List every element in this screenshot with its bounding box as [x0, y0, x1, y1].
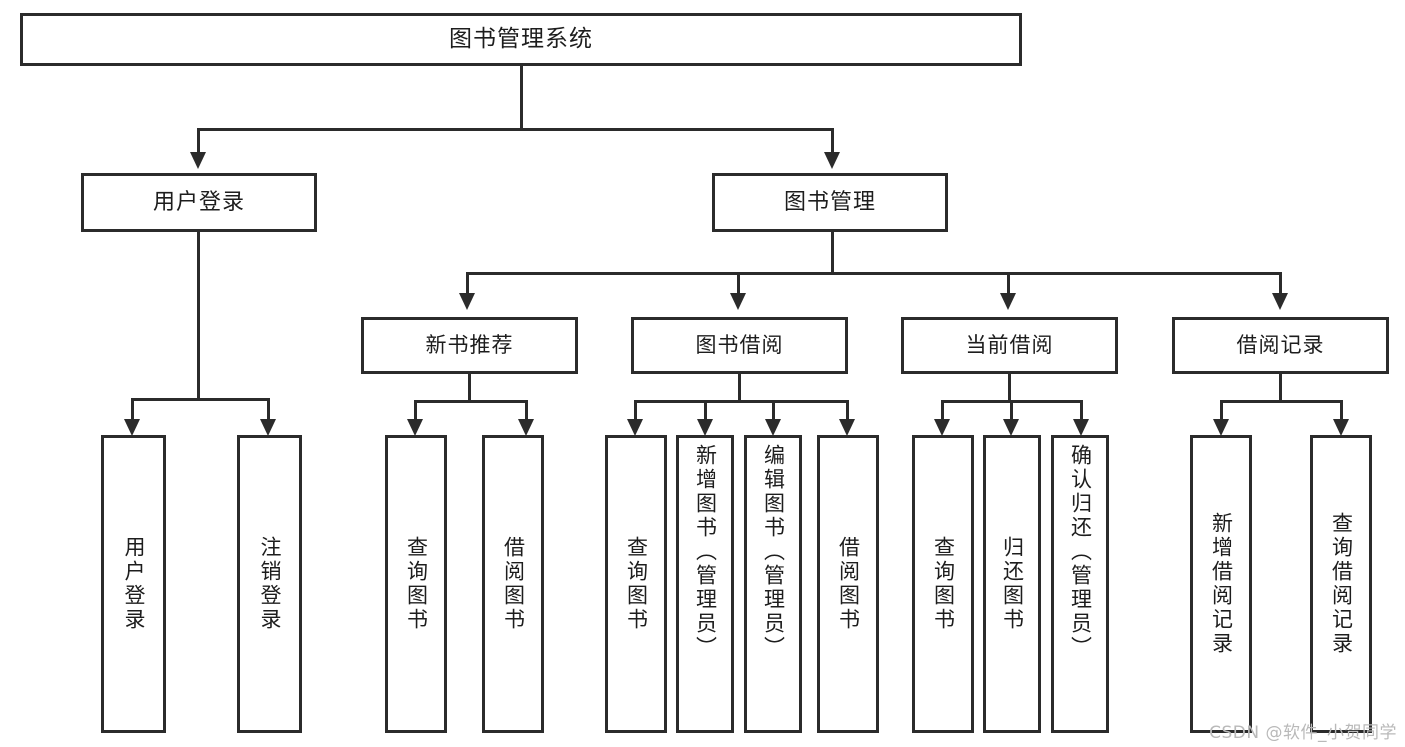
leaf-confirm-return[interactable]: 确认归还（管理员） [1051, 435, 1109, 733]
node-borrow-record[interactable]: 借阅记录 [1172, 317, 1389, 374]
connector-root-stem [520, 66, 523, 130]
watermark: CSDN @软件_小贺同学 [1209, 723, 1397, 743]
leaf-logout-label: 注销登录 [258, 536, 282, 632]
arrow-root-to-user-login [190, 152, 206, 169]
arrow-bb-leaf-4 [839, 419, 855, 436]
leaf-add-book[interactable]: 新增图书（管理员） [676, 435, 734, 733]
connector-user-login-drop-1 [131, 398, 134, 422]
connector-bm-drop-1 [466, 272, 469, 296]
connector-nbr-stem [468, 374, 471, 402]
node-current-borrow-label: 当前借阅 [965, 333, 1054, 358]
connector-book-management-stem [831, 232, 834, 274]
leaf-borrow-book-2-label: 借阅图书 [836, 536, 861, 632]
leaf-logout[interactable]: 注销登录 [237, 435, 302, 733]
connector-bm-drop-3 [1007, 272, 1010, 296]
arrow-bm-to-current-borrow [1000, 293, 1016, 310]
node-new-book-recommend[interactable]: 新书推荐 [361, 317, 578, 374]
arrow-nbr-leaf-2 [518, 419, 534, 436]
node-root[interactable]: 图书管理系统 [20, 13, 1022, 66]
leaf-query-book-3-label: 查询图书 [931, 536, 956, 632]
connector-cb-stem [1008, 374, 1011, 402]
arrow-bb-leaf-3 [765, 419, 781, 436]
connector-bm-drop-2 [737, 272, 740, 296]
node-user-login-label: 用户登录 [152, 189, 245, 215]
connector-bm-drop-4 [1279, 272, 1282, 296]
connector-br-bus [1220, 400, 1343, 403]
connector-user-login-stem [197, 232, 200, 400]
connector-root-to-user-login [197, 128, 200, 155]
connector-root-to-book-management [831, 128, 834, 155]
leaf-query-book-1-label: 查询图书 [404, 536, 429, 632]
arrow-cb-leaf-1 [934, 419, 950, 436]
node-book-management[interactable]: 图书管理 [712, 173, 948, 232]
leaf-add-record-label: 新增借阅记录 [1209, 512, 1234, 656]
leaf-add-book-label: 新增图书（管理员） [693, 444, 718, 660]
node-current-borrow[interactable]: 当前借阅 [901, 317, 1118, 374]
leaf-return-book-label: 归还图书 [1000, 536, 1025, 632]
arrow-root-to-book-management [824, 152, 840, 169]
arrow-br-leaf-2 [1333, 419, 1349, 436]
leaf-query-record[interactable]: 查询借阅记录 [1310, 435, 1372, 733]
leaf-query-book-2-label: 查询图书 [624, 536, 649, 632]
node-book-borrow-label: 图书借阅 [695, 333, 784, 358]
leaf-query-record-label: 查询借阅记录 [1329, 512, 1354, 656]
leaf-query-book-1[interactable]: 查询图书 [385, 435, 447, 733]
arrow-cb-leaf-2 [1003, 419, 1019, 436]
connector-bb-drop-2 [704, 400, 707, 422]
leaf-confirm-return-label: 确认归还（管理员） [1068, 444, 1093, 660]
connector-root-bus [197, 128, 834, 131]
node-book-management-label: 图书管理 [783, 189, 876, 215]
connector-bb-stem [738, 374, 741, 402]
connector-nbr-bus [414, 400, 528, 403]
connector-user-login-drop-2 [267, 398, 270, 422]
leaf-return-book[interactable]: 归还图书 [983, 435, 1041, 733]
leaf-borrow-book-1-label: 借阅图书 [501, 536, 526, 632]
arrow-user-login-leaf-1 [124, 419, 140, 436]
node-book-borrow[interactable]: 图书借阅 [631, 317, 848, 374]
connector-nbr-drop-1 [414, 400, 417, 422]
arrow-user-login-leaf-2 [260, 419, 276, 436]
leaf-query-book-2[interactable]: 查询图书 [605, 435, 667, 733]
arrow-nbr-leaf-1 [407, 419, 423, 436]
connector-book-management-bus [466, 272, 1282, 275]
node-user-login[interactable]: 用户登录 [81, 173, 317, 232]
node-new-book-recommend-label: 新书推荐 [425, 333, 514, 358]
arrow-br-leaf-1 [1213, 419, 1229, 436]
connector-bb-drop-1 [634, 400, 637, 422]
connector-user-login-bus [131, 398, 270, 401]
leaf-user-login-label: 用户登录 [122, 536, 146, 632]
arrow-cb-leaf-3 [1073, 419, 1089, 436]
connector-cb-drop-3 [1080, 400, 1083, 422]
arrow-bb-leaf-1 [627, 419, 643, 436]
leaf-edit-book[interactable]: 编辑图书（管理员） [744, 435, 802, 733]
leaf-user-login[interactable]: 用户登录 [101, 435, 166, 733]
connector-nbr-drop-2 [525, 400, 528, 422]
arrow-bm-to-book-borrow [730, 293, 746, 310]
node-borrow-record-label: 借阅记录 [1236, 333, 1325, 358]
connector-br-drop-2 [1340, 400, 1343, 422]
arrow-bm-to-borrow-record [1272, 293, 1288, 310]
node-root-label: 图书管理系统 [449, 26, 593, 53]
leaf-query-book-3[interactable]: 查询图书 [912, 435, 974, 733]
arrow-bm-to-new-book-recommend [459, 293, 475, 310]
connector-bb-drop-4 [846, 400, 849, 422]
connector-bb-bus [634, 400, 849, 403]
connector-br-stem [1279, 374, 1282, 402]
arrow-bb-leaf-2 [697, 419, 713, 436]
leaf-edit-book-label: 编辑图书（管理员） [761, 444, 786, 660]
leaf-borrow-book-1[interactable]: 借阅图书 [482, 435, 544, 733]
leaf-add-record[interactable]: 新增借阅记录 [1190, 435, 1252, 733]
connector-cb-drop-2 [1010, 400, 1013, 422]
connector-cb-drop-1 [941, 400, 944, 422]
connector-br-drop-1 [1220, 400, 1223, 422]
connector-bb-drop-3 [772, 400, 775, 422]
leaf-borrow-book-2[interactable]: 借阅图书 [817, 435, 879, 733]
